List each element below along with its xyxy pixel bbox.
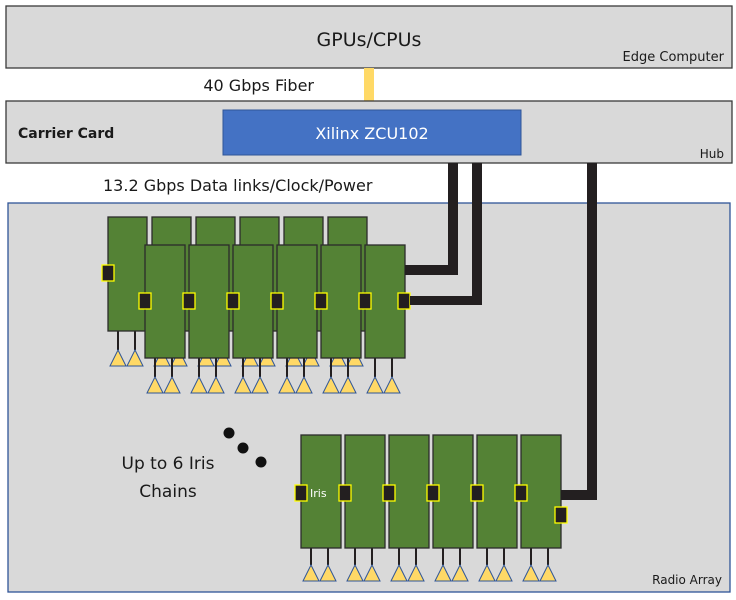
iris-board-bottom-2 (338, 434, 386, 582)
connector-icon (470, 484, 484, 502)
antenna-icon (383, 375, 401, 394)
antenna-icon (434, 563, 452, 582)
antenna-icon (234, 375, 252, 394)
connector-icon (294, 484, 308, 502)
cable-chain-1-front (410, 163, 482, 305)
chains-note-line-1: Up to 6 Iris (122, 454, 215, 474)
iris-board-bottom-5 (470, 434, 518, 582)
connector-icon (314, 292, 328, 310)
iris-board-bottom-1: Iris (294, 434, 342, 582)
antenna-icon (251, 375, 269, 394)
antenna-icon (322, 375, 340, 394)
iris-board-back-1 (101, 216, 148, 367)
antenna-icon (109, 348, 127, 367)
radio-array-label: Radio Array (652, 573, 722, 587)
iris-board-bottom-3 (382, 434, 430, 582)
antenna-icon (207, 375, 225, 394)
connector-icon (182, 292, 196, 310)
iris-board-body (232, 244, 274, 359)
edge-computer-box: GPUs/CPUs Edge Computer (5, 5, 733, 69)
antenna-icon (339, 375, 357, 394)
antenna-icon (539, 563, 557, 582)
iris-board-body (300, 434, 342, 549)
connector-icon (358, 292, 372, 310)
iris-board-body (476, 434, 518, 549)
connector-icon (338, 484, 352, 502)
antenna-icon (451, 563, 469, 582)
antenna-icon (363, 563, 381, 582)
cable-chain-2 (561, 163, 597, 500)
connector-icon (101, 264, 115, 282)
antenna-icon (190, 375, 208, 394)
antenna-icon (346, 563, 364, 582)
iris-board-bottom-4 (426, 434, 474, 582)
connector-icon (554, 506, 568, 524)
carrier-card-label: Carrier Card (18, 126, 114, 142)
fiber-link-line (364, 68, 374, 101)
connector-icon (514, 484, 528, 502)
edge-computer-title: GPUs/CPUs (317, 29, 422, 51)
iris-board-front-1 (138, 244, 186, 394)
fpga-label: Xilinx ZCU102 (315, 124, 428, 143)
antenna-icon (495, 563, 513, 582)
iris-chains: Iris (101, 216, 568, 582)
antenna-icon (295, 375, 313, 394)
iris-board-body (344, 434, 386, 549)
edge-computer-label: Edge Computer (623, 50, 725, 65)
iris-board-label: Iris (310, 487, 327, 500)
antenna-icon (163, 375, 181, 394)
connector-icon (426, 484, 440, 502)
antenna-icon (146, 375, 164, 394)
data-cables (405, 163, 597, 500)
antenna-icon (390, 563, 408, 582)
chains-note-line-2: Chains (139, 482, 197, 502)
antenna-icon (522, 563, 540, 582)
cable-chain-1-back (405, 163, 458, 275)
iris-board-body (188, 244, 230, 359)
hub-box: Carrier Card Xilinx ZCU102 Hub (5, 100, 733, 164)
antenna-icon (478, 563, 496, 582)
connector-icon (382, 484, 396, 502)
connector-icon (138, 292, 152, 310)
iris-board-front-2 (182, 244, 230, 394)
iris-board-front-5 (314, 244, 362, 394)
connector-icon (226, 292, 240, 310)
antenna-icon (366, 375, 384, 394)
iris-board-body (388, 434, 430, 549)
hub-label: Hub (700, 147, 724, 161)
iris-board-body (432, 434, 474, 549)
iris-board-front-3 (226, 244, 274, 394)
antenna-icon (407, 563, 425, 582)
iris-board-front-6 (358, 244, 411, 394)
connector-icon (270, 292, 284, 310)
antenna-icon (319, 563, 337, 582)
antenna-icon (278, 375, 296, 394)
connector-icon (397, 292, 411, 310)
data-links-label: 13.2 Gbps Data links/Clock/Power (103, 176, 373, 195)
antenna-icon (302, 563, 320, 582)
antenna-icon (126, 348, 144, 367)
fpga-box (222, 109, 522, 156)
more-chains-ellipsis-icon (223, 427, 267, 468)
fiber-link-label: 40 Gbps Fiber (203, 76, 314, 95)
